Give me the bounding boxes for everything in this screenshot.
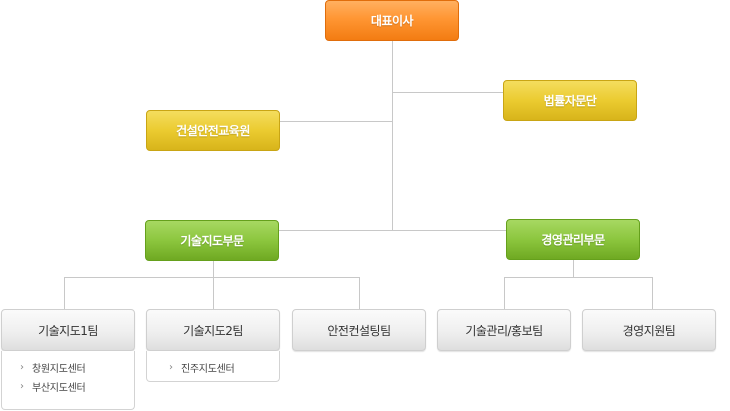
team-label: 기술관리/홍보팀 <box>465 323 543 338</box>
sub-center-label: 부산지도센터 <box>32 383 86 394</box>
sub-center-label: 진주지도센터 <box>181 364 235 375</box>
team-node-technical-1: 기술지도1팀 <box>1 309 135 351</box>
team-label: 안전컨설팅팀 <box>327 323 391 338</box>
technical-division-node: 기술지도부문 <box>145 220 279 261</box>
team-sub-list: › 창원지도센터 › 부산지도센터 <box>1 351 135 410</box>
management-division-label: 경영관리부문 <box>541 233 605 247</box>
legal-team-node: 법률자문단 <box>503 80 637 121</box>
education-center-label: 건설안전교육원 <box>176 124 250 138</box>
team-node-management-support: 경영지원팀 <box>582 309 716 351</box>
team-node-tech-management-pr: 기술관리/홍보팀 <box>437 309 571 351</box>
chevron-right-icon: › <box>20 381 24 392</box>
ceo-node: 대표이사 <box>325 0 459 41</box>
sub-center-label: 창원지도센터 <box>32 364 86 375</box>
sub-center-item: › 진주지도센터 <box>165 358 279 377</box>
chevron-right-icon: › <box>20 362 24 373</box>
sub-center-item: › 창원지도센터 <box>20 358 134 377</box>
chevron-right-icon: › <box>169 362 173 373</box>
team-label: 기술지도1팀 <box>38 323 98 338</box>
management-division-node: 경영관리부문 <box>506 219 640 260</box>
team-node-safety-consulting: 안전컨설팅팀 <box>292 309 426 351</box>
team-sub-list: › 진주지도센터 <box>146 351 280 382</box>
sub-center-item: › 부산지도센터 <box>20 377 134 396</box>
team-label: 경영지원팀 <box>622 323 676 338</box>
team-node-technical-2: 기술지도2팀 <box>146 309 280 351</box>
legal-team-label: 법률자문단 <box>543 94 597 108</box>
ceo-label: 대표이사 <box>370 14 414 28</box>
team-label: 기술지도2팀 <box>183 323 243 338</box>
education-center-node: 건설안전교육원 <box>146 110 280 151</box>
technical-division-label: 기술지도부문 <box>180 234 244 248</box>
